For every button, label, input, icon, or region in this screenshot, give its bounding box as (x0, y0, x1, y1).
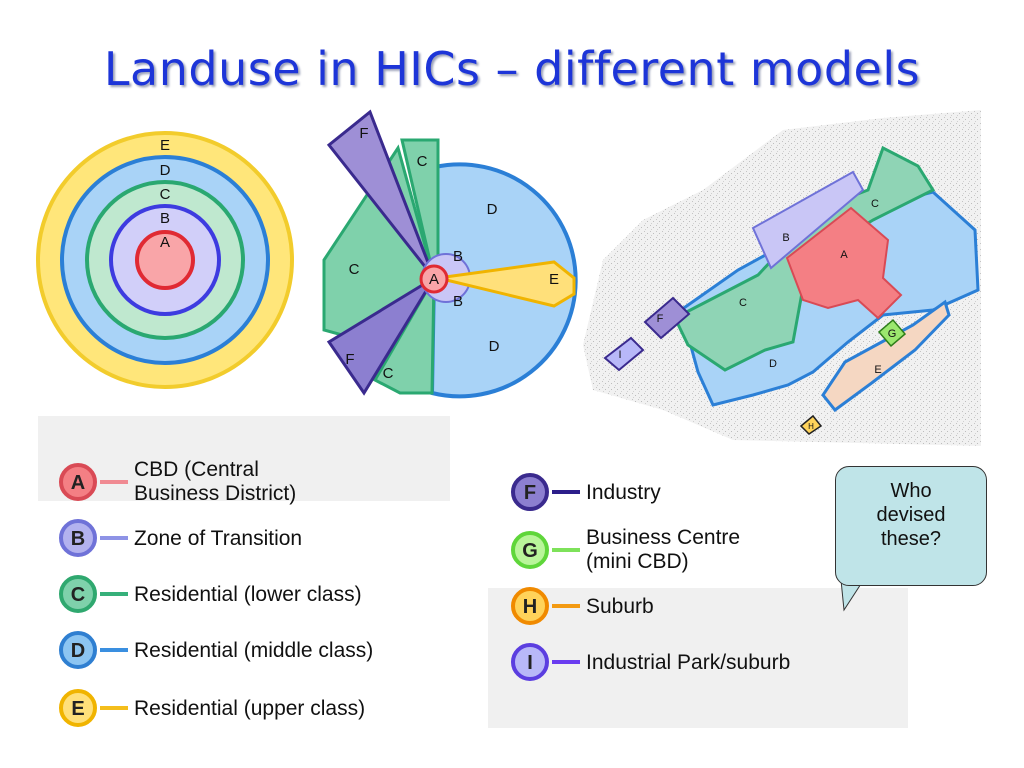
nuclei-label-f: F (657, 313, 664, 325)
legend-item-f: F Industry (511, 473, 661, 511)
legend-text: Residential (middle class) (134, 639, 373, 662)
callout-bubble: Who devised these? (835, 466, 987, 586)
legend-text: (mini CBD) (586, 550, 689, 573)
callout-line-3: these? (880, 528, 942, 550)
legend-letter: H (523, 596, 537, 618)
nuclei-label-e: E (874, 364, 881, 376)
sector-label-f-bottom: F (345, 351, 354, 368)
legend-letter: A (71, 472, 85, 494)
nuclei-label-g: G (888, 328, 897, 340)
nuclei-label-i: I (618, 349, 621, 361)
legend-badge-f (511, 473, 549, 511)
legend-letter: F (524, 482, 536, 504)
legend-letter: D (71, 640, 85, 662)
legend-badge-a (59, 463, 97, 501)
zone-label-c: C (160, 186, 171, 203)
multiple-nuclei-model: C B A C F I D G E H (583, 110, 981, 446)
legend-badge-g (511, 531, 549, 569)
sector-label-c-top: C (417, 153, 428, 170)
nuclei-label-b: B (782, 232, 789, 244)
sector-label-b-top: B (453, 248, 463, 265)
legend-text: Residential (upper class) (134, 697, 365, 720)
nuclei-label-c-top: C (871, 198, 879, 210)
legend-item-e: E Residential (upper class) (59, 689, 365, 727)
sector-label-a: A (429, 271, 439, 288)
legend-badge-d (59, 631, 97, 669)
sector-label-d-bottom: D (489, 338, 500, 355)
legend-item-d: D Residential (middle class) (59, 631, 373, 669)
nuclei-label-c-left: C (739, 297, 747, 309)
legend-item-i: I Industrial Park/suburb (511, 643, 790, 681)
legend-text: Industrial Park/suburb (586, 651, 790, 674)
zone-label-d: D (160, 162, 171, 179)
zone-label-b: B (160, 210, 170, 227)
legend-text: Business District) (134, 482, 296, 505)
legend-letter: E (71, 698, 84, 720)
zone-label-a: A (160, 234, 170, 251)
sector-label-e: E (549, 271, 559, 288)
legend-letter: G (522, 540, 538, 562)
legend-badge-h (511, 587, 549, 625)
legend-item-c: C Residential (lower class) (59, 575, 362, 613)
legend-item-g: G Business Centre(mini CBD) (511, 526, 740, 573)
nuclei-label-d: D (769, 358, 777, 370)
legend-badge-c (59, 575, 97, 613)
concentric-zone-model: E D C B A (36, 131, 294, 389)
legend-badge-i (511, 643, 549, 681)
sector-label-b-bottom: B (453, 293, 463, 310)
zone-label-e: E (160, 137, 170, 154)
legend-item-h: H Suburb (511, 587, 654, 625)
legend-text: Suburb (586, 595, 654, 618)
legend-text: Industry (586, 481, 661, 504)
legend-text: CBD (Central (134, 458, 259, 481)
page-title: Landuse in HICs – different models (103, 42, 921, 96)
legend-letter: I (527, 652, 533, 674)
legend-item-b: B Zone of Transition (59, 519, 302, 557)
legend-letter: C (71, 584, 85, 606)
legend-text: Business Centre (586, 526, 740, 549)
sector-label-c-bottom: C (383, 365, 394, 382)
nuclei-label-a: A (840, 249, 848, 261)
sector-label-f-top: F (359, 125, 368, 142)
nuclei-label-h: H (808, 422, 814, 431)
callout-line-1: Who (890, 480, 932, 502)
legend-text: Zone of Transition (134, 527, 302, 550)
sector-label-d-top: D (487, 201, 498, 218)
sector-model: F C D C A B B E D F C (322, 109, 578, 399)
sector-label-c-left: C (349, 261, 360, 278)
legend-badge-e (59, 689, 97, 727)
callout-line-2: devised (876, 504, 946, 526)
legend-badge-b (59, 519, 97, 557)
legend-letter: B (71, 528, 85, 550)
legend-text: Residential (lower class) (134, 583, 362, 606)
